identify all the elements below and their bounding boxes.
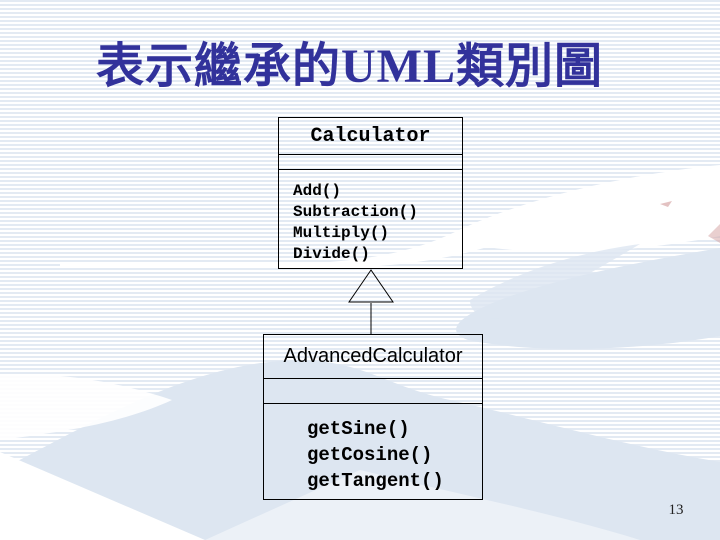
class-name-advancedcalculator: AdvancedCalculator [264,335,482,379]
class-box-advancedcalculator: AdvancedCalculator getSine()getCosine()g… [263,334,483,500]
method-item: getSine() [307,418,410,440]
method-item: getTangent() [307,470,444,492]
methods-compartment: Add() Subtraction() Multiply() Divide() [279,170,462,268]
method-item: Add() [293,182,342,200]
method-item: Subtraction() [293,203,418,221]
attributes-compartment [264,379,482,404]
class-name-calculator: Calculator [279,118,462,155]
class-box-calculator: Calculator Add() Subtraction() Multiply() D… [278,117,463,269]
methods-compartment: getSine() getCosine() getTangent() [264,404,482,499]
method-item: Multiply() [293,224,390,242]
method-item: getCosine() [307,444,433,466]
method-item: Divide() [293,245,370,263]
page-number: 13 [668,502,684,518]
attributes-compartment [279,155,462,170]
slide-title: 表示繼承的UML類別圖 [96,40,603,93]
